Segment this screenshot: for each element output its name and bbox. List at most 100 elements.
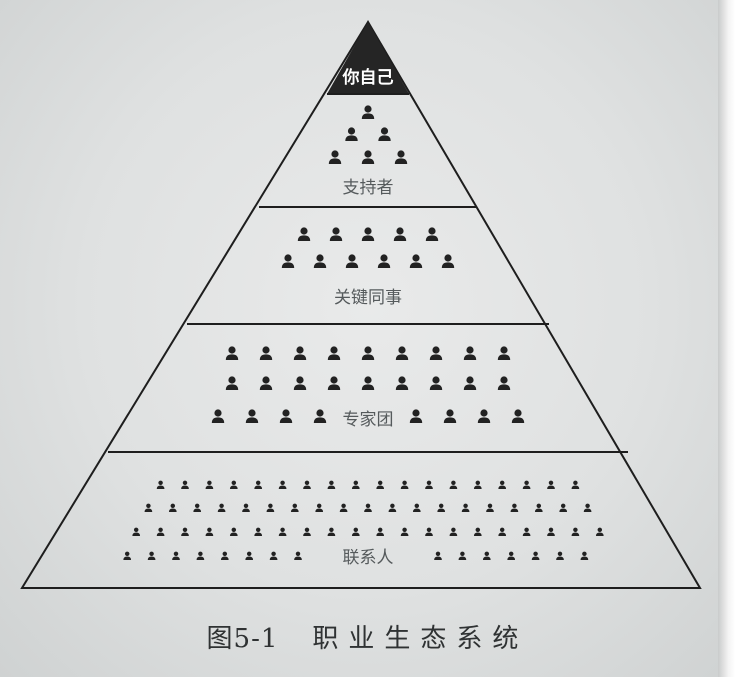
person-icon bbox=[395, 346, 409, 360]
person-icon bbox=[461, 503, 470, 512]
person-icon bbox=[394, 150, 408, 164]
person-icon bbox=[458, 551, 467, 560]
person-icon bbox=[412, 503, 421, 512]
person-icon bbox=[425, 527, 433, 536]
person-icon bbox=[473, 480, 482, 489]
person-icon bbox=[364, 503, 372, 512]
person-icon bbox=[434, 551, 442, 560]
person-icon bbox=[225, 376, 239, 390]
person-icon bbox=[327, 480, 336, 489]
person-icon bbox=[388, 503, 397, 512]
person-icon bbox=[351, 527, 360, 536]
person-icon bbox=[429, 346, 443, 360]
person-icon bbox=[547, 527, 555, 536]
person-icon bbox=[196, 551, 205, 560]
person-icon bbox=[531, 551, 540, 560]
person-icon bbox=[345, 254, 359, 268]
person-icon bbox=[361, 105, 375, 119]
person-icon bbox=[571, 527, 580, 536]
person-icon bbox=[168, 503, 177, 512]
person-icon bbox=[507, 551, 516, 560]
person-icon bbox=[376, 480, 385, 489]
person-icon bbox=[229, 480, 238, 489]
person-icon bbox=[580, 551, 589, 560]
person-icon bbox=[409, 409, 423, 423]
person-icon bbox=[477, 409, 491, 423]
person-icon bbox=[393, 227, 407, 241]
tier-label-contacts: 联系人 bbox=[343, 548, 394, 568]
person-icons bbox=[123, 105, 604, 560]
person-icon bbox=[172, 551, 180, 560]
person-icon bbox=[498, 480, 507, 489]
person-icon bbox=[156, 527, 165, 536]
person-icon bbox=[498, 527, 507, 536]
person-icon bbox=[473, 527, 482, 536]
person-icon bbox=[400, 480, 409, 489]
person-icon bbox=[559, 503, 568, 512]
person-icon bbox=[254, 527, 263, 536]
pyramid-outline bbox=[20, 20, 702, 589]
person-icon bbox=[297, 227, 311, 241]
person-icon bbox=[534, 503, 543, 512]
person-icon bbox=[254, 480, 263, 489]
person-icon bbox=[242, 503, 250, 512]
person-icon bbox=[329, 227, 343, 241]
person-icon bbox=[294, 551, 302, 560]
person-icon bbox=[327, 376, 341, 390]
person-icon bbox=[245, 409, 259, 423]
person-icon bbox=[181, 527, 189, 536]
person-icon bbox=[497, 346, 511, 360]
person-icon bbox=[303, 480, 311, 489]
person-icon bbox=[225, 346, 239, 360]
person-icon bbox=[443, 409, 457, 423]
person-icon bbox=[279, 409, 293, 423]
person-icon bbox=[482, 551, 491, 560]
figure-title: 职业生态系统 bbox=[312, 623, 529, 654]
person-icon bbox=[547, 480, 555, 489]
person-icon bbox=[259, 346, 273, 360]
person-icon bbox=[156, 480, 165, 489]
person-icon bbox=[327, 527, 336, 536]
tier-label-supporters: 支持者 bbox=[343, 178, 394, 198]
person-icon bbox=[327, 346, 341, 360]
person-icon bbox=[205, 527, 214, 536]
person-icon bbox=[376, 527, 385, 536]
person-icon bbox=[361, 346, 375, 360]
person-icon bbox=[497, 376, 511, 390]
person-icon bbox=[123, 551, 132, 560]
person-icon bbox=[449, 480, 458, 489]
person-icon bbox=[281, 254, 295, 268]
person-icon bbox=[441, 254, 455, 268]
person-icon bbox=[303, 527, 311, 536]
person-icon bbox=[266, 503, 275, 512]
person-icon bbox=[245, 551, 254, 560]
figure-caption: 图5-1 职业生态系统 bbox=[0, 606, 735, 666]
person-icon bbox=[377, 254, 391, 268]
person-icon bbox=[193, 503, 202, 512]
person-icon bbox=[463, 346, 477, 360]
person-icon bbox=[315, 503, 324, 512]
person-icon bbox=[293, 346, 307, 360]
person-icon bbox=[293, 376, 307, 390]
person-icon bbox=[205, 480, 214, 489]
person-icon bbox=[361, 227, 375, 241]
person-icon bbox=[361, 150, 375, 164]
person-icon bbox=[269, 551, 278, 560]
person-icon bbox=[351, 480, 360, 489]
person-icon bbox=[313, 254, 327, 268]
person-icon bbox=[449, 527, 458, 536]
person-icon bbox=[229, 527, 238, 536]
person-icon bbox=[395, 376, 409, 390]
person-icon bbox=[425, 480, 433, 489]
person-icon bbox=[211, 409, 225, 423]
person-icon bbox=[510, 503, 519, 512]
person-icon bbox=[583, 503, 592, 512]
person-icon bbox=[220, 551, 229, 560]
person-icon bbox=[378, 127, 391, 141]
person-icon bbox=[400, 527, 409, 536]
person-icon bbox=[144, 503, 153, 512]
person-icon bbox=[147, 551, 156, 560]
person-icon bbox=[463, 376, 477, 390]
